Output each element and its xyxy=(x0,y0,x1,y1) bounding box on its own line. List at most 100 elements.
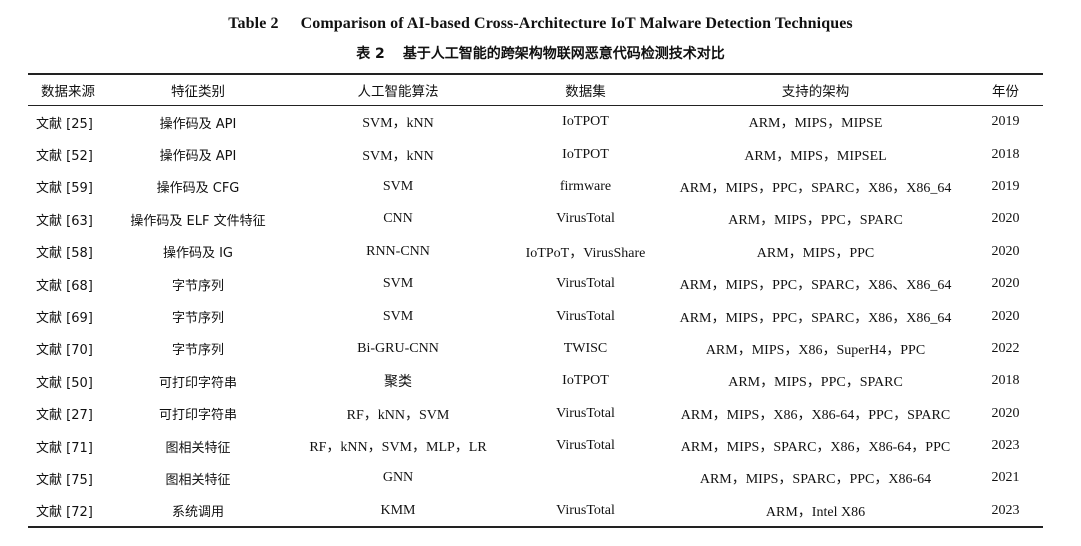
cell-source: 文献 [69] xyxy=(36,311,93,327)
cell-year: 2020 xyxy=(991,243,1020,259)
table-label-english: Table 2 xyxy=(228,15,279,32)
cell-dataset xyxy=(508,462,663,494)
header-dataset: 数据集 xyxy=(565,84,606,100)
table-label-chinese: 表 2 xyxy=(356,46,385,62)
cell-feature: 图相关特征 xyxy=(165,472,231,488)
comparison-table: 数据来源 特征类别 人工智能算法 数据集 支持的架构 年份 文献 [25] 操作码… xyxy=(28,75,1043,527)
cell-source: 文献 [50] xyxy=(36,375,93,391)
cell-year: 2018 xyxy=(991,373,1020,389)
cell-dataset: VirusTotal xyxy=(556,438,615,454)
table-header-row: 数据来源 特征类别 人工智能算法 数据集 支持的架构 年份 xyxy=(28,75,1043,105)
cell-source: 文献 [63] xyxy=(36,213,93,229)
cell-dataset: IoTPOT xyxy=(562,114,609,130)
cell-feature: 操作码及 ELF 文件特征 xyxy=(130,213,266,229)
header-feature: 特征类别 xyxy=(171,84,225,100)
cell-source: 文献 [27] xyxy=(36,408,93,424)
cell-dataset: IoTPoT，VirusShare xyxy=(525,245,646,261)
table-caption-chinese: 表 2 基于人工智能的跨架构物联网恶意代码检测技术对比 xyxy=(0,43,1081,63)
cell-algorithm: SVM，kNN xyxy=(362,148,434,164)
cell-algorithm: RF，kNN，SVM，MLP，LR xyxy=(309,440,487,456)
table-body: 文献 [25] 操作码及 API SVM，kNN IoTPOT ARM，MIPS，MIP… xyxy=(28,105,1043,527)
cell-feature: 系统调用 xyxy=(171,505,224,521)
cell-feature: 字节序列 xyxy=(171,343,224,359)
header-source: 数据来源 xyxy=(41,84,95,100)
cell-year: 2020 xyxy=(991,405,1020,421)
cell-year: 2019 xyxy=(991,114,1020,130)
cell-algorithm: GNN xyxy=(382,470,414,486)
cell-feature: 操作码及 API xyxy=(159,116,237,132)
cell-source: 文献 [75] xyxy=(36,472,93,488)
cell-feature: 图相关特征 xyxy=(165,440,231,456)
cell-architecture: ARM，MIPS，MIPSEL xyxy=(744,148,887,164)
cell-source: 文献 [52] xyxy=(36,149,93,165)
cell-algorithm: SVM xyxy=(382,308,414,324)
cell-source: 文献 [59] xyxy=(36,181,93,197)
cell-algorithm: SVM xyxy=(382,178,414,194)
header-year: 年份 xyxy=(992,84,1019,100)
cell-feature: 可打印字符串 xyxy=(158,408,237,424)
cell-feature: 字节序列 xyxy=(171,278,224,294)
cell-architecture: ARM，MIPS，MIPSE xyxy=(748,116,883,132)
cell-source: 文献 [70] xyxy=(36,343,93,359)
cell-year: 2020 xyxy=(991,211,1020,227)
cell-dataset: firmware xyxy=(559,178,612,194)
cell-algorithm: RNN-CNN xyxy=(366,243,430,259)
top-rule xyxy=(28,73,1043,75)
table-row: 文献 [50] 可打印字符串 聚类 IoTPOT ARM，MIPS，PPC，SPARC 2… xyxy=(28,365,1043,397)
cell-year: 2019 xyxy=(991,178,1020,194)
cell-year: 2023 xyxy=(991,438,1020,454)
cell-dataset: VirusTotal xyxy=(556,308,615,324)
cell-architecture: ARM，MIPS，PPC，SPARC，X86，X86_64 xyxy=(679,310,952,326)
cell-architecture: ARM，Intel X86 xyxy=(765,504,866,520)
cell-algorithm: CNN xyxy=(383,211,413,227)
cell-architecture: ARM，MIPS，SPARC，X86，X86-64，PPC xyxy=(680,440,951,456)
table-row: 文献 [58] 操作码及 IG RNN-CNN IoTPoT，VirusShare AR… xyxy=(28,236,1043,268)
cell-dataset: IoTPOT xyxy=(562,146,609,162)
table-row: 文献 [69] 字节序列 SVM VirusTotal ARM，MIPS，PPC，SPA… xyxy=(28,300,1043,332)
cell-source: 文献 [58] xyxy=(36,246,93,262)
cell-dataset: IoTPOT xyxy=(562,373,609,389)
cell-architecture: ARM，MIPS，SPARC，PPC，X86-64 xyxy=(699,472,932,488)
cell-algorithm: 聚类 xyxy=(384,375,412,391)
table-row: 文献 [71] 图相关特征 RF，kNN，SVM，MLP，LR VirusTotal A… xyxy=(28,430,1043,462)
header-architecture: 支持的架构 xyxy=(781,84,850,100)
cell-algorithm: Bi-GRU-CNN xyxy=(357,340,439,356)
cell-architecture: ARM，MIPS，PPC，SPARC xyxy=(728,375,903,391)
cell-feature: 操作码及 IG xyxy=(162,246,234,262)
bottom-rule xyxy=(28,526,1043,528)
cell-dataset: VirusTotal xyxy=(556,502,615,518)
cell-architecture: ARM，MIPS，PPC，SPARC，X86，X86_64 xyxy=(679,180,952,196)
cell-feature: 操作码及 CFG xyxy=(156,181,240,197)
cell-architecture: ARM，MIPS，PPC，SPARC，X86、X86_64 xyxy=(679,278,952,294)
table-row: 文献 [25] 操作码及 API SVM，kNN IoTPOT ARM，MIPS，MIP… xyxy=(28,105,1043,138)
cell-source: 文献 [72] xyxy=(36,505,93,521)
cell-algorithm: SVM，kNN xyxy=(362,116,434,132)
cell-algorithm: SVM xyxy=(382,276,414,292)
cell-feature: 可打印字符串 xyxy=(158,375,237,391)
cell-year: 2022 xyxy=(991,340,1020,356)
cell-source: 文献 [25] xyxy=(36,116,93,132)
cell-source: 文献 [71] xyxy=(36,440,93,456)
cell-year: 2018 xyxy=(991,146,1020,162)
table-row: 文献 [68] 字节序列 SVM VirusTotal ARM，MIPS，PPC，SPA… xyxy=(28,268,1043,300)
table-row: 文献 [75] 图相关特征 GNN ARM，MIPS，SPARC，PPC，X86-64… xyxy=(28,462,1043,494)
cell-architecture: ARM，MIPS，PPC xyxy=(756,245,875,261)
cell-feature: 字节序列 xyxy=(171,311,224,327)
table-title-english: Comparison of AI-based Cross-Architectur… xyxy=(300,15,853,32)
table-caption-english: Table 2 Comparison of AI-based Cross-Arch… xyxy=(0,15,1081,33)
cell-algorithm: RF，kNN，SVM xyxy=(346,407,450,423)
cell-architecture: ARM，MIPS，PPC，SPARC xyxy=(728,213,903,229)
cell-source: 文献 [68] xyxy=(36,278,93,294)
cell-architecture: ARM，MIPS，X86，SuperH4，PPC xyxy=(705,342,926,358)
table-row: 文献 [59] 操作码及 CFG SVM firmware ARM，MIPS，PPC，S… xyxy=(28,171,1043,203)
cell-algorithm: KMM xyxy=(380,502,416,518)
cell-year: 2020 xyxy=(991,308,1020,324)
cell-dataset: VirusTotal xyxy=(556,276,615,292)
header-rule xyxy=(28,105,1043,106)
table-title-chinese: 基于人工智能的跨架构物联网恶意代码检测技术对比 xyxy=(402,46,725,62)
